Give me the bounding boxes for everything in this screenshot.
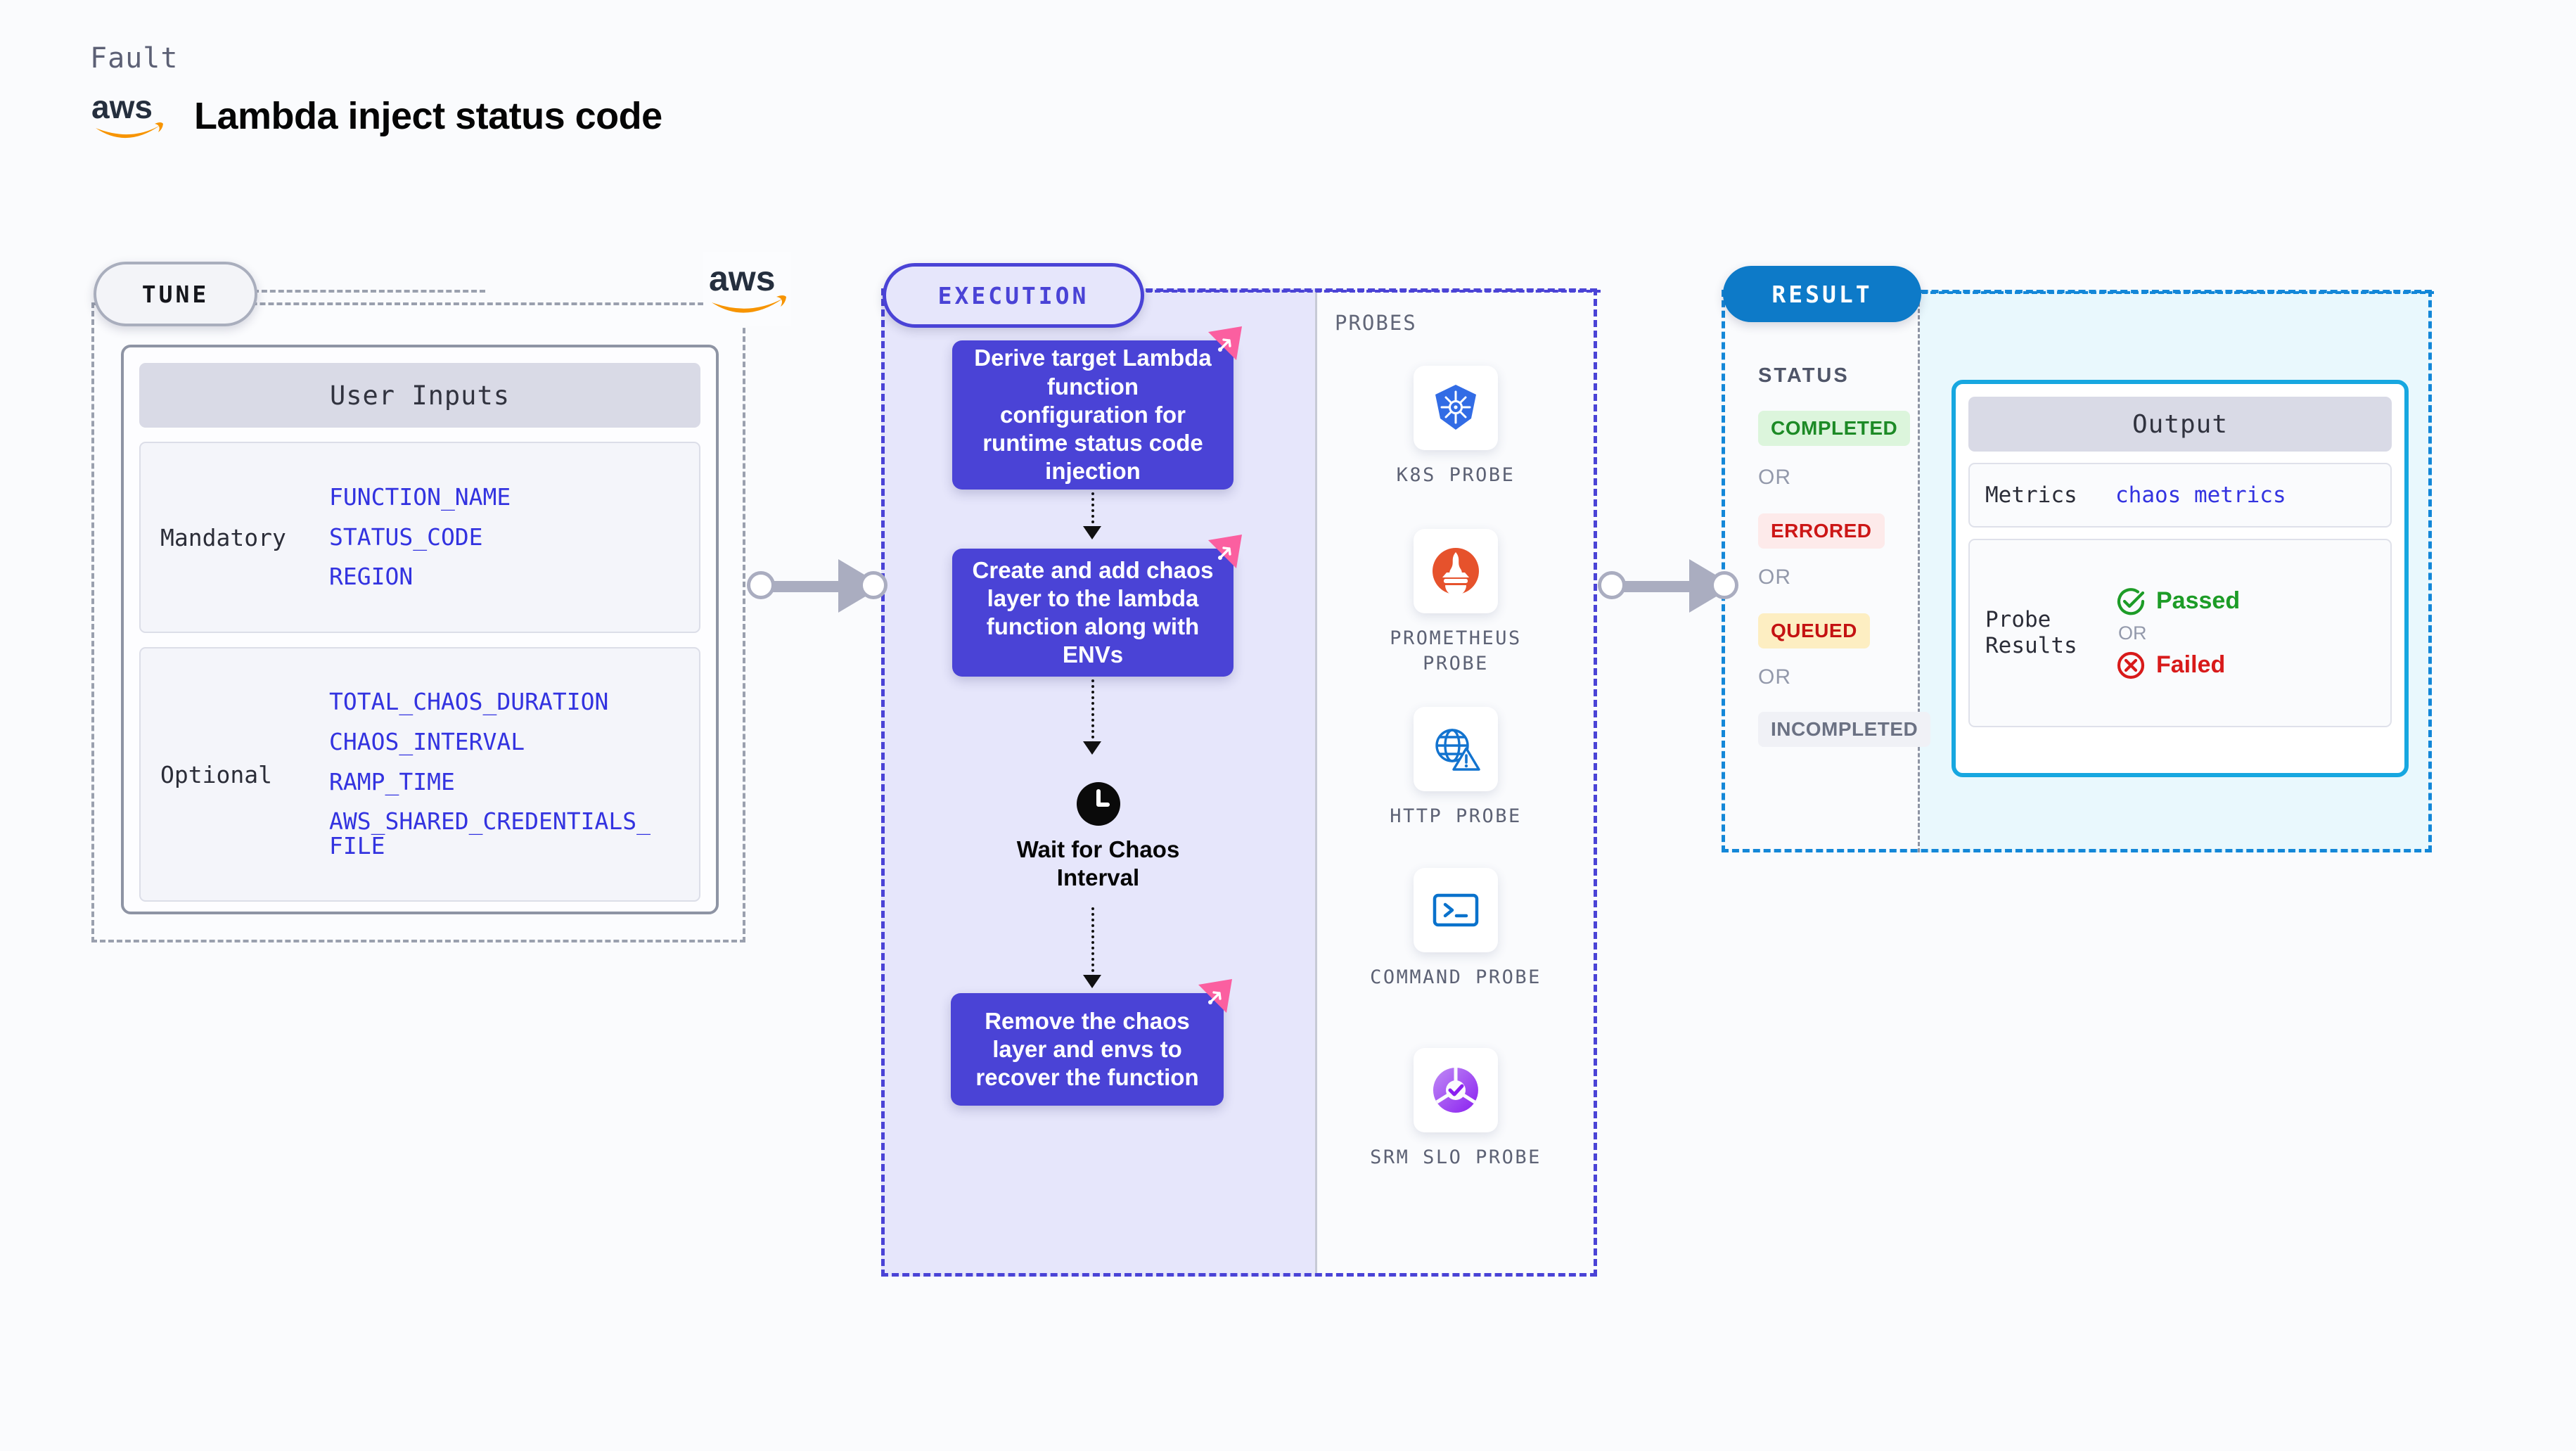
execution-step-3[interactable]: Remove the chaos layer and envs to recov… bbox=[951, 979, 1232, 1106]
mandatory-param-list: FUNCTION_NAME STATUS_CODE REGION bbox=[329, 478, 511, 597]
svg-text:aws: aws bbox=[709, 259, 776, 298]
fault-eyebrow-label: Fault bbox=[90, 42, 179, 75]
execution-badge-connector-line bbox=[1138, 290, 1601, 293]
user-inputs-title: User Inputs bbox=[139, 363, 700, 428]
param-ramp-time[interactable]: RAMP_TIME bbox=[329, 767, 455, 795]
svg-text:aws: aws bbox=[91, 89, 153, 125]
status-badge-completed[interactable]: COMPLETED bbox=[1758, 411, 1911, 446]
clock-icon bbox=[1076, 782, 1120, 826]
optional-param-list: TOTAL_CHAOS_DURATION CHAOS_INTERVAL RAMP… bbox=[329, 682, 660, 866]
connector-start-dot bbox=[747, 571, 775, 599]
status-or-1: OR bbox=[1758, 466, 1791, 489]
flow-arrow-3 bbox=[1091, 907, 1094, 978]
link-ribbon-icon bbox=[1208, 326, 1242, 360]
execution-step-3-label: Remove the chaos layer and envs to recov… bbox=[975, 1007, 1199, 1091]
link-ribbon-icon bbox=[1208, 535, 1242, 568]
result-status-panel-background bbox=[1722, 290, 1920, 852]
param-region[interactable]: REGION bbox=[329, 563, 414, 591]
x-circle-icon bbox=[2117, 651, 2145, 679]
http-globe-warning-icon bbox=[1435, 729, 1480, 771]
probe-result-passed: Passed bbox=[2115, 586, 2240, 617]
status-badge-incompleted[interactable]: INCOMPLETED bbox=[1758, 712, 1931, 747]
output-title: Output bbox=[1968, 397, 2392, 452]
aws-provider-logo: aws bbox=[703, 252, 791, 326]
status-badge-queued[interactable]: QUEUED bbox=[1758, 613, 1870, 648]
optional-params-group: Optional TOTAL_CHAOS_DURATION CHAOS_INTE… bbox=[139, 647, 700, 902]
param-total-chaos-duration[interactable]: TOTAL_CHAOS_DURATION bbox=[329, 688, 609, 716]
connector-end-dot bbox=[1710, 571, 1738, 599]
probe-label-command: COMMAND PROBE bbox=[1370, 966, 1542, 988]
probe-item-srm-slo[interactable]: SRM SLO PROBE bbox=[1357, 1048, 1554, 1170]
result-badge-connector-line bbox=[1922, 291, 2434, 294]
status-label: STATUS bbox=[1758, 364, 1850, 387]
execution-section-badge[interactable]: EXECUTION bbox=[883, 263, 1144, 328]
page-title: Lambda inject status code bbox=[194, 95, 662, 137]
probe-item-http[interactable]: HTTP PROBE bbox=[1357, 707, 1554, 829]
probe-result-or: OR bbox=[2118, 622, 2147, 644]
connector-execution-to-result bbox=[1598, 559, 1738, 613]
probe-results-row: Probe Results Passed OR Failed bbox=[1968, 539, 2392, 727]
mandatory-label: Mandatory bbox=[160, 523, 286, 551]
probe-label-http: HTTP PROBE bbox=[1390, 805, 1522, 827]
wait-for-chaos-interval-node: Wait for Chaos Interval bbox=[1008, 781, 1188, 891]
probe-result-failed-label: Failed bbox=[2156, 651, 2226, 678]
param-chaos-interval[interactable]: CHAOS_INTERVAL bbox=[329, 728, 525, 756]
flow-arrow-2 bbox=[1091, 679, 1094, 744]
check-circle-icon bbox=[2117, 587, 2145, 615]
param-aws-shared-credentials-file[interactable]: AWS_SHARED_CREDENTIALS_FILE bbox=[329, 807, 651, 859]
probe-result-failed: Failed bbox=[2115, 650, 2240, 681]
metrics-row: Metrics chaos metrics bbox=[1968, 463, 2392, 528]
connector-start-dot bbox=[1598, 571, 1626, 599]
probe-item-k8s[interactable]: K8S PROBE bbox=[1357, 366, 1554, 488]
probe-item-prometheus[interactable]: PROMETHEUS PROBE bbox=[1357, 529, 1554, 677]
flow-arrow-1-head bbox=[1083, 526, 1101, 539]
status-badge-errored[interactable]: ERRORED bbox=[1758, 513, 1885, 549]
tune-section-badge[interactable]: TUNE bbox=[94, 262, 257, 326]
prometheus-icon bbox=[1433, 548, 1479, 596]
kubernetes-icon bbox=[1435, 385, 1476, 430]
flow-arrow-1 bbox=[1091, 492, 1094, 529]
status-or-3: OR bbox=[1758, 665, 1791, 689]
flow-arrow-2-head bbox=[1083, 741, 1101, 755]
probe-label-k8s: K8S PROBE bbox=[1396, 464, 1516, 486]
page-header: Fault aws Lambda inject status code bbox=[90, 42, 662, 148]
probe-label-srm-slo: SRM SLO PROBE bbox=[1370, 1146, 1542, 1168]
probe-item-command[interactable]: COMMAND PROBE bbox=[1357, 868, 1554, 990]
metrics-key: Metrics bbox=[1985, 482, 2077, 508]
optional-label: Optional bbox=[160, 760, 272, 788]
result-section-badge[interactable]: RESULT bbox=[1723, 266, 1921, 322]
execution-step-1-label: Derive target Lambda function configurat… bbox=[974, 345, 1212, 485]
link-ribbon-icon bbox=[1198, 979, 1232, 1013]
execution-step-2[interactable]: Create and add chaos layer to the lambda… bbox=[952, 535, 1242, 677]
execution-step-1[interactable]: Derive target Lambda function configurat… bbox=[952, 326, 1242, 490]
execution-step-2-label: Create and add chaos layer to the lambda… bbox=[972, 556, 1214, 668]
probe-label-prometheus: PROMETHEUS PROBE bbox=[1390, 627, 1522, 675]
terminal-icon bbox=[1433, 893, 1479, 927]
user-inputs-card: User Inputs Mandatory FUNCTION_NAME STAT… bbox=[121, 345, 719, 914]
connector-end-dot bbox=[859, 571, 887, 599]
aws-logo: aws bbox=[91, 89, 163, 139]
probes-label: PROBES bbox=[1335, 311, 1417, 335]
status-or-2: OR bbox=[1758, 565, 1791, 589]
mandatory-params-group: Mandatory FUNCTION_NAME STATUS_CODE REGI… bbox=[139, 442, 700, 633]
wait-node-label: Wait for Chaos Interval bbox=[1016, 836, 1180, 890]
metrics-value[interactable]: chaos metrics bbox=[2115, 482, 2286, 508]
connector-tune-to-execution bbox=[747, 559, 887, 613]
probe-result-passed-label: Passed bbox=[2156, 587, 2241, 614]
output-card: Output Metrics chaos metrics Probe Resul… bbox=[1952, 380, 2409, 777]
param-status-code[interactable]: STATUS_CODE bbox=[329, 523, 483, 551]
probe-results-key: Probe Results bbox=[1985, 607, 2077, 658]
flow-arrow-3-head bbox=[1083, 975, 1101, 988]
tune-badge-connector-line bbox=[253, 290, 485, 293]
param-function-name[interactable]: FUNCTION_NAME bbox=[329, 483, 511, 511]
srm-slo-donut-check-icon bbox=[1433, 1068, 1478, 1113]
